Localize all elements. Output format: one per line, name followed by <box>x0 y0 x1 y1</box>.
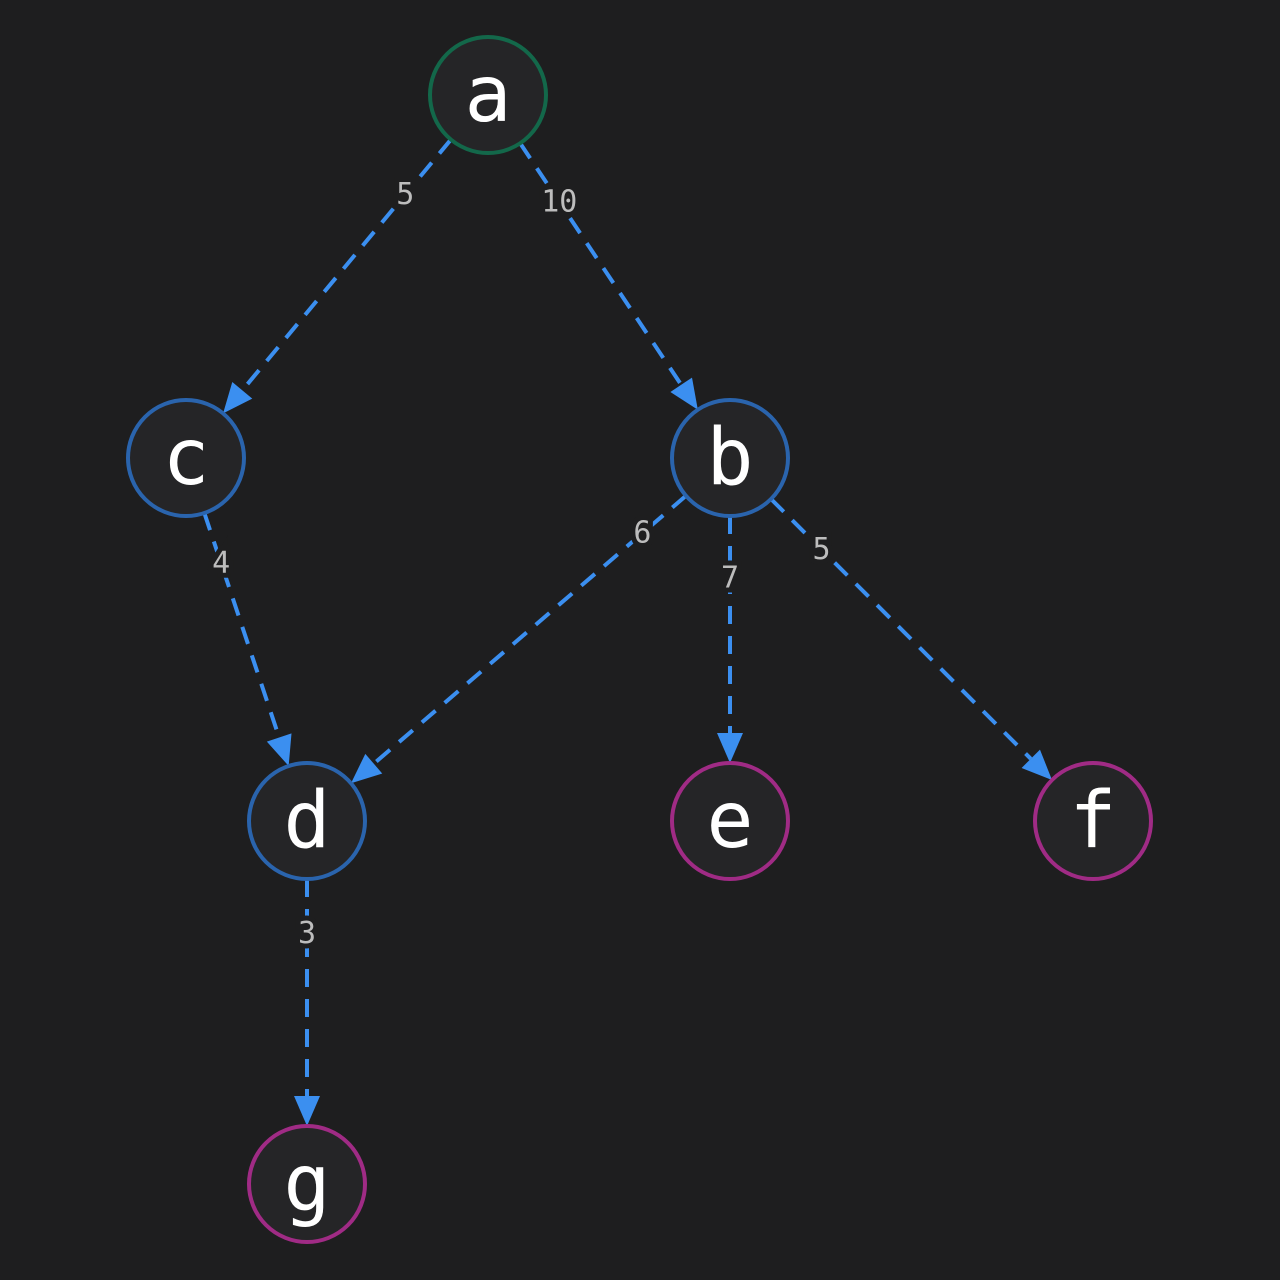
edge-c-d <box>202 512 292 766</box>
arrowhead-icon <box>670 377 698 410</box>
edge-weight-b-d: 6 <box>633 516 651 551</box>
edge-line <box>240 138 453 392</box>
edge-d-g <box>294 879 320 1126</box>
edge-line <box>372 494 688 766</box>
node-label: c <box>163 413 210 503</box>
node-circle[interactable] <box>1033 761 1153 881</box>
node-label: d <box>284 776 331 866</box>
node-label: g <box>284 1139 331 1229</box>
node-e[interactable]: e <box>670 761 790 881</box>
node-f[interactable]: f <box>1033 761 1153 881</box>
edge-weight-b-e: 7 <box>721 560 739 595</box>
edge-b-d <box>351 494 688 784</box>
arrowhead-icon <box>1021 749 1052 780</box>
edge-weight-c-d: 4 <box>212 546 230 581</box>
edge-line <box>769 497 1033 761</box>
arrowhead-icon <box>351 753 383 784</box>
node-label: e <box>707 776 754 866</box>
node-circle[interactable] <box>670 398 790 518</box>
arrowhead-icon <box>266 733 292 766</box>
edge-line <box>202 512 282 739</box>
node-circle[interactable] <box>670 761 790 881</box>
edge-line <box>518 142 683 386</box>
edge-weight-a-c: 5 <box>396 177 414 212</box>
edge-b-e <box>717 516 743 763</box>
node-d[interactable]: d <box>247 761 367 881</box>
node-circle[interactable] <box>247 761 367 881</box>
edge-b-f <box>769 497 1052 780</box>
arrowhead-icon <box>223 382 253 414</box>
arrowhead-icon <box>294 1096 320 1126</box>
node-label: f <box>1070 776 1117 866</box>
node-c[interactable]: c <box>126 398 246 518</box>
node-a[interactable]: a <box>428 35 548 155</box>
edges-layer <box>202 138 1052 1126</box>
node-b[interactable]: b <box>670 398 790 518</box>
node-label: a <box>465 50 512 140</box>
edge-a-b <box>518 142 698 410</box>
node-circle[interactable] <box>428 35 548 155</box>
arrowhead-icon <box>717 733 743 763</box>
node-g[interactable]: g <box>247 1124 367 1244</box>
nodes-layer: a c b d e f g <box>126 35 1153 1244</box>
edge-weight-d-g: 3 <box>298 916 316 951</box>
node-label: b <box>707 413 754 503</box>
node-circle[interactable] <box>126 398 246 518</box>
edge-a-c <box>223 138 453 414</box>
edge-weight-a-b: 10 <box>541 184 577 219</box>
edge-weight-b-f: 5 <box>813 532 831 567</box>
node-circle[interactable] <box>247 1124 367 1244</box>
